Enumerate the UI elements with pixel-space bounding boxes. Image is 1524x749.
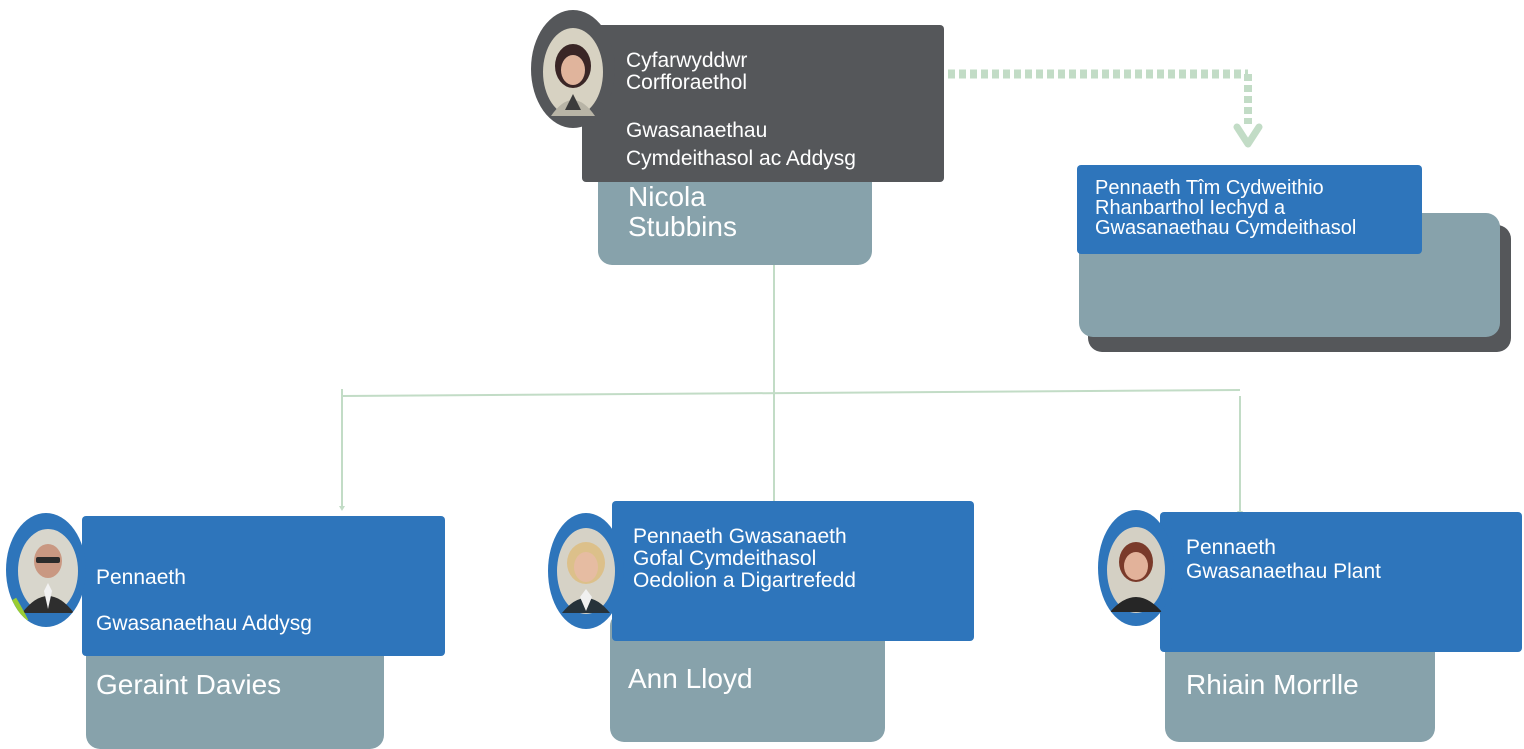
partnership-title-line2: Rhanbarthol Iechyd a: [1095, 197, 1286, 219]
children-title-line1: Pennaeth: [1186, 536, 1276, 559]
partnership-title-line1: Pennaeth Tîm Cydweithio: [1095, 177, 1324, 199]
director-title-box: Cyfarwyddwr Corfforaethol Gwasanaethau C…: [582, 25, 944, 182]
education-avatar: [6, 513, 86, 627]
children-title-line2: Gwasanaethau Plant: [1186, 560, 1381, 583]
adult-name: Ann Lloyd: [628, 663, 753, 694]
adult-title-line1: Pennaeth Gwasanaeth: [633, 525, 847, 548]
partnership-title-line3: Gwasanaethau Cymdeithasol: [1095, 217, 1357, 239]
director-title-line3: Gwasanaethau: [626, 119, 768, 142]
partnership-title-box: Pennaeth Tîm Cydweithio Rhanbarthol Iech…: [1077, 165, 1422, 254]
adult-avatar: [548, 513, 624, 629]
children-name: Rhiain Morrlle: [1186, 669, 1359, 700]
left-arrow-tip: [339, 506, 345, 511]
dotted-arrowhead: [1233, 123, 1263, 148]
director-avatar: [531, 10, 615, 128]
education-title-line1: Pennaeth: [96, 566, 186, 589]
adult-title-line3: Oedolion a Digartrefedd: [633, 569, 856, 592]
director-title-line4: Cymdeithasol ac Addysg: [626, 147, 856, 170]
director-name: Nicola Stubbins: [628, 181, 737, 242]
education-title-line2: Gwasanaethau Addysg: [96, 612, 312, 635]
education-name: Geraint Davies: [96, 669, 282, 700]
director-title-line2: Corfforaethol: [626, 71, 748, 94]
horizontal-bar: [341, 389, 1241, 397]
director-title-line1: Cyfarwyddwr: [626, 49, 748, 72]
adult-title-box: Pennaeth Gwasanaeth Gofal Cymdeithasol O…: [612, 501, 974, 641]
children-title-box: Pennaeth Gwasanaethau Plant: [1160, 512, 1522, 652]
adult-title-line2: Gofal Cymdeithasol: [633, 547, 817, 570]
children-avatar: [1098, 510, 1174, 626]
education-title-box: Pennaeth Gwasanaethau Addysg: [82, 516, 445, 656]
